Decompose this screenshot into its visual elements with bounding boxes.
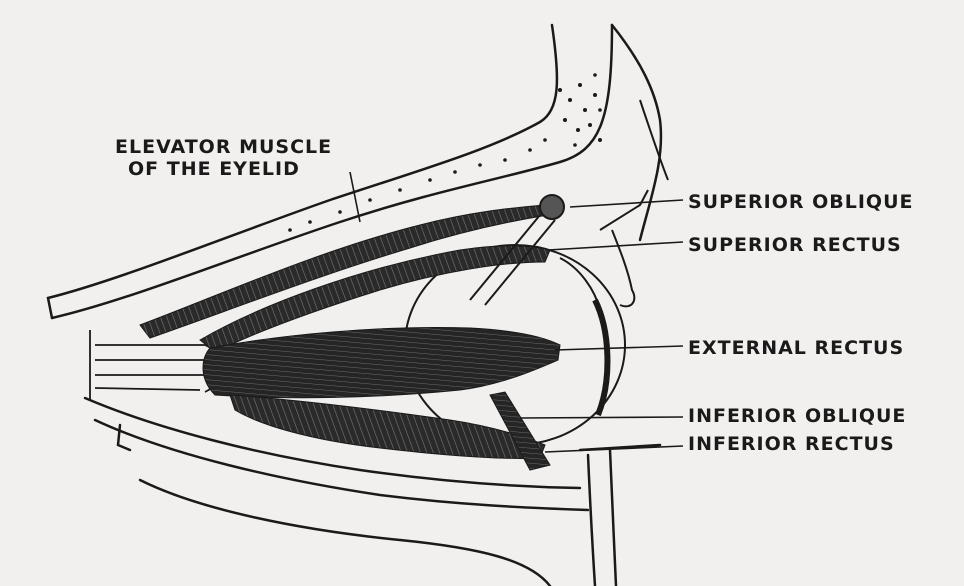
leader-superior-oblique [570, 200, 683, 207]
label-external-rectus: EXTERNAL RECTUS [688, 337, 904, 359]
external-rectus-muscle [203, 327, 560, 397]
leader-elevator [350, 172, 360, 222]
label-elevator-line1: ELEVATOR MUSCLE [115, 136, 332, 158]
label-superior-oblique: SUPERIOR OBLIQUE [688, 191, 913, 213]
label-inferior-rectus: INFERIOR RECTUS [688, 433, 895, 455]
label-superior-rectus: SUPERIOR RECTUS [688, 234, 902, 256]
leader-external-rectus [555, 346, 683, 350]
label-inferior-oblique: INFERIOR OBLIQUE [688, 405, 906, 427]
label-elevator-line2: OF THE EYELID [128, 158, 300, 180]
leader-superior-rectus [548, 242, 683, 250]
leader-inferior-oblique [520, 417, 683, 418]
